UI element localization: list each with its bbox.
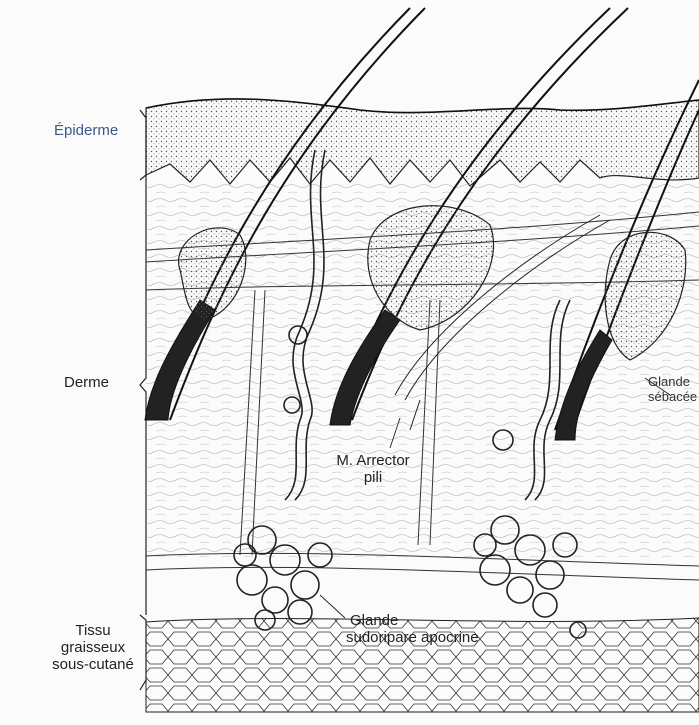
epidermis-layer <box>146 99 699 186</box>
label-arrector-line1: M. Arrector <box>318 452 428 469</box>
label-glande-sebacee: Glande sébacée <box>648 374 697 404</box>
layer-brackets <box>140 110 146 690</box>
label-apocrine-line1: Glande <box>346 612 479 629</box>
label-tissu-line1: Tissu <box>48 622 138 639</box>
label-apocrine-line2: sudoripare apocrine <box>346 629 479 646</box>
label-epiderme: Épiderme <box>54 122 118 139</box>
label-sebacee-line1: Glande <box>648 374 697 389</box>
label-glande-sudoripare: Glande sudoripare apocrine <box>346 612 479 646</box>
label-arrector-line2: pili <box>318 469 428 486</box>
label-sebacee-line2: sébacée <box>648 389 697 404</box>
label-tissu-line3: sous-cutané <box>48 656 138 673</box>
label-derme: Derme <box>64 374 109 391</box>
label-tissu-line2: graisseux <box>48 639 138 656</box>
label-arrector-pili: M. Arrector pili <box>318 452 428 486</box>
label-tissu-graisseux: Tissu graisseux sous-cutané <box>48 622 138 673</box>
